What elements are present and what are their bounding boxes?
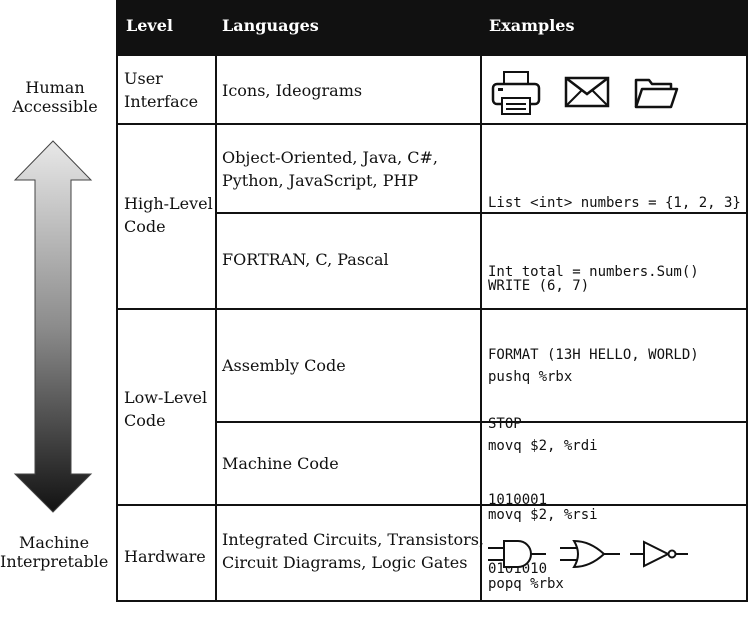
- table-border-left: [116, 0, 118, 602]
- languages-ui: Icons, Ideograms: [222, 81, 363, 100]
- human-accessible-label: Human Accessible: [0, 78, 110, 116]
- not-gate-icon: [630, 540, 688, 568]
- example-high-level-oo: List <int> numbers = {1, 2, 3} Int total…: [488, 146, 741, 330]
- header-level: Level: [126, 16, 173, 35]
- example-machine-code: 1010001 0101010: [488, 443, 547, 627]
- header-examples: Examples: [489, 16, 575, 35]
- level-low-line-2: Code: [124, 411, 166, 430]
- interpretable-label: Interpretable: [0, 552, 109, 571]
- languages-procedural: FORTRAN, C, Pascal: [222, 250, 389, 269]
- level-high-level-code: High-Level Code: [124, 192, 213, 238]
- or-gate-icon: [560, 539, 620, 569]
- table-border-right: [746, 0, 748, 602]
- code-asm-line-4: popq %rbx: [488, 576, 564, 592]
- table-border-bottom: [116, 600, 748, 602]
- row-divider-high-sub: [215, 212, 748, 214]
- printer-icon: [491, 71, 541, 115]
- level-ui-line-2: Interface: [124, 92, 199, 111]
- code-binary-line-1: 1010001: [488, 492, 548, 508]
- code-fortran-line-2: FORMAT (13H HELLO, WORLD): [488, 347, 699, 363]
- level-user-interface: User Interface: [124, 67, 198, 113]
- table-header: Level Languages Examples: [116, 0, 748, 56]
- row-divider-low: [116, 504, 748, 506]
- level-high-line-1: High-Level: [124, 194, 213, 213]
- header-languages: Languages: [222, 16, 319, 35]
- double-arrow-icon: [13, 140, 93, 513]
- envelope-icon: [564, 76, 610, 108]
- human-label: Human: [25, 78, 85, 97]
- code-asm-line-1: pushq %rbx: [488, 369, 573, 385]
- code-fortran-line-1: WRITE (6, 7): [488, 278, 590, 294]
- code-oo-line-2: Int total = numbers.Sum(): [488, 264, 699, 280]
- folder-icon: [634, 78, 679, 109]
- lang-hw-line-1: Integrated Circuits, Transistors,: [222, 530, 485, 549]
- row-divider-high: [116, 308, 748, 310]
- languages-machine-code: Machine Code: [222, 454, 339, 473]
- code-fortran-line-3: STOP: [488, 416, 522, 432]
- level-ui-line-1: User: [124, 69, 163, 88]
- languages-object-oriented: Object-Oriented, Java, C#, Python, JavaS…: [222, 146, 438, 192]
- level-high-line-2: Code: [124, 217, 166, 236]
- lang-oo-line-2: Python, JavaScript, PHP: [222, 171, 419, 190]
- column-divider-2: [480, 56, 482, 602]
- row-divider-ui: [116, 123, 748, 125]
- and-gate-icon: [488, 540, 546, 568]
- level-low-line-1: Low-Level: [124, 388, 208, 407]
- code-asm-line-3: movq $2, %rsi: [488, 507, 598, 523]
- code-asm-line-2: movq $2, %rdi: [488, 438, 598, 454]
- code-binary-line-2: 0101010: [488, 561, 548, 577]
- example-assembly: pushq %rbx movq $2, %rdi movq $2, %rsi p…: [488, 320, 598, 642]
- accessible-label: Accessible: [12, 97, 98, 116]
- lang-oo-line-1: Object-Oriented, Java, C#,: [222, 148, 438, 167]
- languages-hardware: Integrated Circuits, Transistors, Circui…: [222, 528, 484, 574]
- example-high-level-procedural: WRITE (6, 7) FORMAT (13H HELLO, WORLD) S…: [488, 229, 699, 482]
- column-divider-1: [215, 56, 217, 602]
- lang-hw-line-2: Circuit Diagrams, Logic Gates: [222, 553, 468, 572]
- machine-label: Machine: [18, 533, 90, 552]
- level-low-level-code: Low-Level Code: [124, 386, 207, 432]
- level-hardware: Hardware: [124, 547, 206, 566]
- code-oo-line-1: List <int> numbers = {1, 2, 3}: [488, 195, 741, 211]
- machine-interpretable-label: Machine Interpretable: [0, 533, 108, 571]
- row-divider-low-sub: [215, 421, 748, 423]
- language-levels-table: Level Languages Examples User Interface …: [116, 0, 748, 602]
- languages-assembly: Assembly Code: [222, 356, 346, 375]
